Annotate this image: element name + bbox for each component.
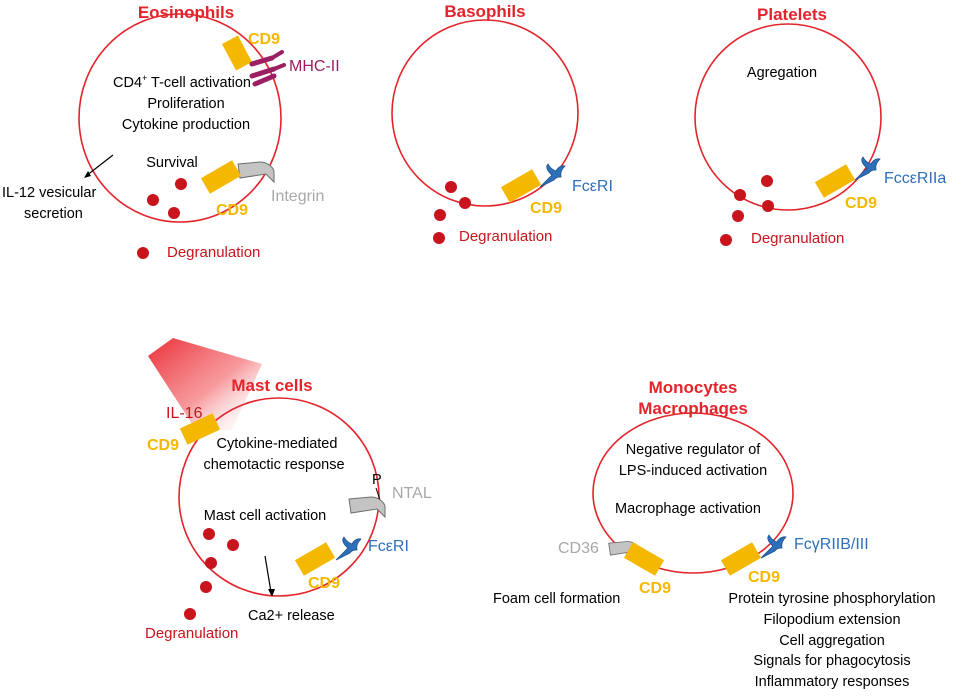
cd36-label: CD36: [558, 540, 599, 557]
monocyte-panel: Monocytes Macrophages Negative regulator…: [493, 378, 936, 690]
mhc-ii-label: MHC-II: [289, 58, 340, 75]
ca-release: Ca2+ release: [248, 608, 335, 624]
mast-activation: Mast cell activation: [204, 508, 327, 524]
eosinophil-title: Eosinophils: [138, 3, 234, 22]
eosinophil-cell: [78, 13, 282, 223]
eosinophil-cytokine: Cytokine production: [122, 117, 250, 133]
mast-cell-title: Mast cells: [231, 376, 312, 395]
monocyte-function-3: Cell aggregation: [779, 633, 885, 649]
platelet-receptor-label: FccεRIIa: [884, 170, 946, 187]
mast-cd9-bottom-label: CD9: [308, 575, 340, 592]
basophil-fceri-icon: [539, 163, 566, 188]
monocyte-cd9-right-protein: [720, 542, 762, 576]
ntal-icon: [348, 496, 386, 518]
monocyte-cd9-left-protein: [623, 542, 665, 576]
fcgr-label: FcγRIIB/III: [794, 536, 869, 553]
monocyte-neg-line1: Negative regulator of: [626, 442, 762, 458]
il16-label: IL-16: [166, 405, 203, 422]
eosinophil-proliferation: Proliferation: [147, 96, 224, 112]
monocyte-neg-line2: LPS-induced activation: [619, 463, 767, 479]
monocyte-cd9-right-label: CD9: [748, 569, 780, 586]
basophil-receptor-label: FcεRI: [572, 178, 613, 195]
monocyte-cell: [592, 412, 794, 574]
eosinophil-degranulation: Degranulation: [167, 244, 260, 261]
eosinophil-cd9-bottom-label: CD9: [216, 202, 248, 219]
integrin-icon: [237, 161, 275, 183]
il16-gradient-arrow: [148, 338, 262, 430]
il12-text-line2: secretion: [24, 206, 83, 222]
basophil-granules: [433, 181, 471, 244]
platelet-panel: Platelets Agregation FccεRIIa CD9 Degran…: [694, 5, 946, 247]
mast-cell-panel: IL-16 Mast cells CD9 Cytokine-mediated c…: [145, 338, 432, 642]
platelet-receptor-icon: [854, 156, 881, 181]
ntal-label: NTAL: [392, 485, 432, 502]
basophil-cd9-label: CD9: [530, 200, 562, 217]
mhc-ii-icon: [249, 50, 286, 87]
mast-receptor-label: FcεRI: [368, 538, 409, 555]
mast-cytokine-line1: Cytokine-mediated: [217, 436, 338, 452]
mast-cytokine-line2: chemotactic response: [203, 457, 344, 473]
eosinophil-panel: Eosinophils CD9 MHC-II CD4+ T-cell activ…: [2, 3, 340, 261]
il12-arrowhead-icon: [84, 171, 91, 178]
mast-granules: [184, 528, 239, 620]
platelet-function: Agregation: [747, 65, 817, 81]
platelet-degranulation: Degranulation: [751, 230, 844, 247]
platelet-cell: [694, 23, 882, 211]
basophil-cell: [391, 19, 579, 207]
phospho-line: [375, 487, 381, 501]
il12-text-line1: IL-12 vesicular: [2, 185, 96, 201]
platelet-cd9-protein: [814, 164, 856, 198]
eosinophil-cd9-top-protein: [222, 35, 252, 71]
eosinophil-cd9-bottom-protein: [200, 160, 242, 194]
integrin-label: Integrin: [271, 188, 324, 205]
basophil-cd9-protein: [500, 169, 542, 203]
foam-cell-text: Foam cell formation: [493, 591, 620, 607]
platelet-title: Platelets: [757, 5, 827, 24]
monocyte-function-5: Inflammatory responses: [755, 674, 910, 690]
monocyte-cd9-left-label: CD9: [639, 580, 671, 597]
eosinophil-granules: [137, 178, 187, 259]
mast-cd9-top-protein: [179, 413, 221, 445]
mast-fceri-icon: [335, 536, 362, 561]
basophil-panel: Basophils FcεRI CD9 Degranulation: [391, 2, 613, 245]
il12-arrow-line: [85, 154, 114, 177]
phospho-label: P: [372, 472, 382, 488]
ca-arrowhead-icon: [268, 589, 275, 597]
fcgr-icon: [760, 534, 787, 559]
eosinophil-activation-text: CD4+ T-cell activation: [113, 73, 251, 91]
monocyte-title-line1: Monocytes: [649, 378, 738, 397]
mast-degranulation: Degranulation: [145, 625, 238, 642]
basophil-title: Basophils: [444, 2, 525, 21]
monocyte-title-line2: Macrophages: [638, 399, 748, 418]
platelet-cd9-label: CD9: [845, 195, 877, 212]
monocyte-function-4: Signals for phagocytosis: [753, 653, 910, 669]
eosinophil-cd9-top-label: CD9: [248, 31, 280, 48]
mast-cd9-bottom-protein: [294, 542, 336, 576]
monocyte-function-1: Protein tyrosine phosphorylation: [728, 591, 935, 607]
mast-cd9-top-label: CD9: [147, 437, 179, 454]
eosinophil-survival: Survival: [146, 155, 198, 171]
macrophage-activation: Macrophage activation: [615, 501, 761, 517]
ca-arrow-line: [264, 555, 272, 593]
monocyte-function-2: Filopodium extension: [763, 612, 900, 628]
platelet-granules: [720, 175, 774, 246]
basophil-degranulation: Degranulation: [459, 228, 552, 245]
